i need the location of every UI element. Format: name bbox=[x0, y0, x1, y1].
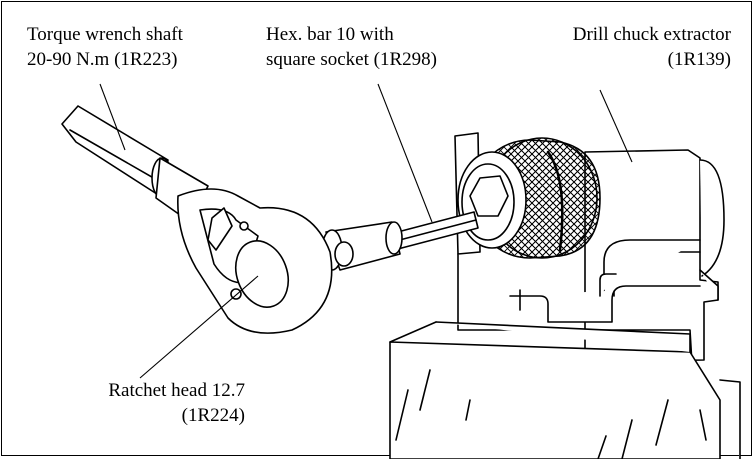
leader-torque-wrench bbox=[99, 83, 126, 151]
label-torque-wrench-shaft: Torque wrench shaft 20-90 N.m (1R223) bbox=[27, 22, 183, 72]
label-torque-wrench-line2: 20-90 N.m (1R223) bbox=[27, 49, 178, 70]
label-ratchet-head: Ratchet head 12.7 (1R224) bbox=[40, 378, 245, 428]
label-chuck-extractor-line2: (1R139) bbox=[667, 49, 731, 70]
label-ratchet-head-line2: (1R224) bbox=[181, 405, 245, 426]
label-ratchet-head-line1: Ratchet head 12.7 bbox=[108, 380, 245, 401]
leader-lines bbox=[99, 83, 633, 379]
label-drill-chuck-extractor: Drill chuck extractor (1R139) bbox=[573, 22, 731, 72]
leader-chuck-extractor bbox=[599, 89, 633, 163]
label-hex-bar-line2: square socket (1R298) bbox=[266, 49, 437, 70]
drill-chuck bbox=[457, 137, 601, 259]
hex-bar bbox=[321, 211, 479, 271]
label-chuck-extractor-line1: Drill chuck extractor bbox=[572, 24, 731, 45]
label-hex-bar-line1: Hex. bar 10 with bbox=[266, 24, 394, 45]
ratchet-head bbox=[177, 188, 333, 334]
label-torque-wrench-line1: Torque wrench shaft bbox=[27, 24, 183, 45]
label-hex-bar: Hex. bar 10 with square socket (1R298) bbox=[266, 22, 437, 72]
leader-ratchet-head bbox=[139, 275, 259, 379]
drill-chuck-extractor bbox=[389, 132, 741, 459]
leader-hex-bar bbox=[377, 83, 433, 223]
